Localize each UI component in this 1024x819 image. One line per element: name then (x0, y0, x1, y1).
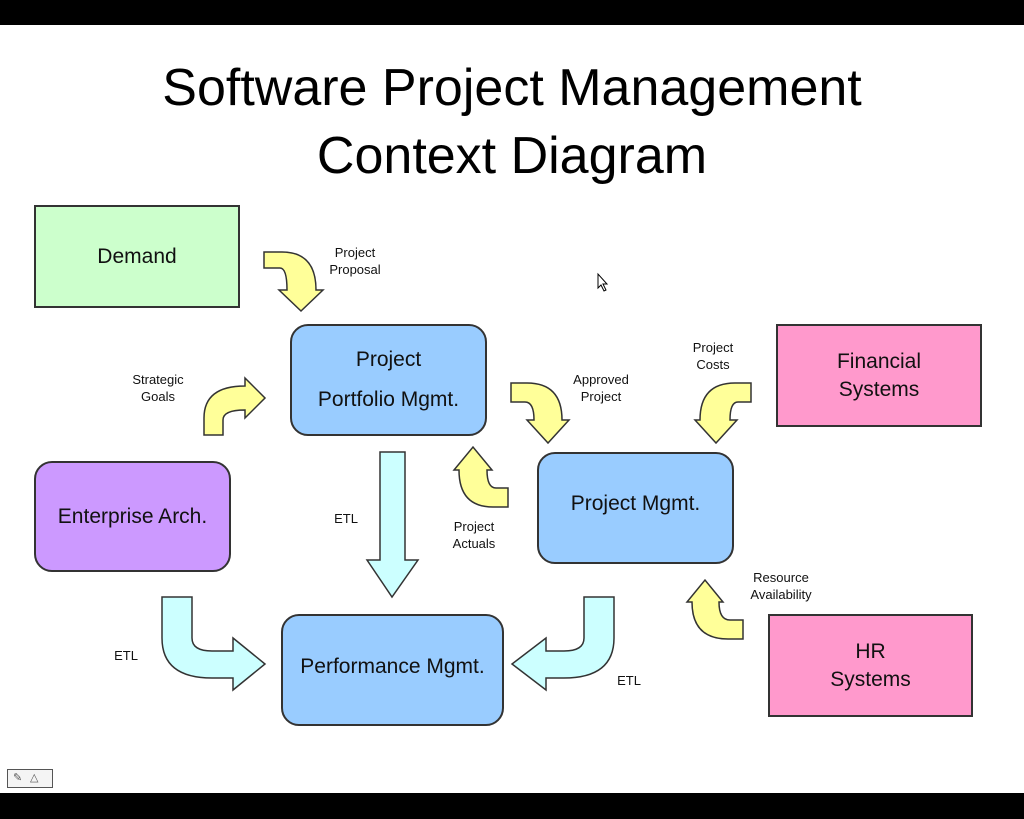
hr-label-line2: Systems (830, 667, 911, 691)
label-line: Availability (750, 587, 812, 602)
top-black-bar (0, 0, 1024, 25)
performance-mgmt-box: Performance Mgmt. (281, 614, 504, 726)
project-costs-arrow (693, 382, 752, 445)
project-costs-label: Project Costs (676, 339, 750, 373)
project-proposal-label: Project Proposal (318, 244, 392, 278)
label-line: Project (453, 519, 495, 534)
enterprise-arch-box: Enterprise Arch. (34, 461, 231, 572)
enterprise-label: Enterprise Arch. (57, 504, 208, 528)
etl-left-label: ETL (114, 648, 138, 663)
demand-box: Demand (34, 205, 240, 308)
hr-systems-box: HR Systems (768, 614, 973, 717)
hr-label-line1: HR (855, 639, 886, 663)
bottom-black-bar (0, 793, 1024, 819)
project-portfolio-mgmt-box: Project Portfolio Mgmt. (290, 324, 487, 436)
label-line: Project (692, 340, 734, 355)
strategic-goals-label: Strategic Goals (120, 371, 196, 405)
financial-systems-box: Financial Systems (776, 324, 982, 427)
label-line: Project (580, 389, 622, 404)
performance-label: Performance Mgmt. (300, 655, 485, 678)
triangle-icon[interactable]: △ (30, 772, 39, 784)
resource-availability-label: Resource Availability (738, 569, 824, 603)
label-line: Costs (696, 357, 730, 372)
pen-icon[interactable]: ✎ (13, 772, 23, 784)
label-line: Project (334, 245, 376, 260)
mouse-cursor-icon (597, 272, 609, 292)
resource-availability-arrow (685, 578, 744, 640)
approved-project-arrow (510, 382, 571, 445)
label-line: Strategic (132, 372, 184, 387)
ppm-label-line2: Portfolio Mgmt. (317, 388, 460, 411)
label-line: Actuals (452, 536, 496, 551)
etl-center-label: ETL (334, 511, 358, 526)
project-proposal-arrow (263, 251, 325, 313)
project-mgmt-label: Project Mgmt. (570, 492, 701, 515)
etl-down-arrow (365, 451, 420, 599)
etl-enterprise-arrow (161, 596, 267, 692)
label-line: Proposal (329, 262, 381, 277)
title-line-1: Software Project Management (162, 59, 862, 117)
label-line: Resource (753, 570, 809, 585)
project-actuals-label: Project Actuals (437, 518, 511, 552)
financial-label-line2: Systems (838, 377, 920, 401)
strategic-goals-arrow (203, 376, 267, 436)
label-line: Goals (141, 389, 175, 404)
financial-label-line1: Financial (836, 349, 922, 373)
etl-project-mgmt-arrow (510, 596, 615, 692)
approved-project-label: Approved Project (563, 371, 639, 405)
label-line: Approved (573, 372, 629, 387)
project-actuals-arrow (452, 445, 509, 508)
etl-right-label: ETL (617, 673, 641, 688)
slide-toolbar[interactable]: ✎ △ (7, 769, 53, 788)
title-line-2: Context Diagram (316, 127, 708, 185)
project-mgmt-box: Project Mgmt. (537, 452, 734, 564)
demand-label: Demand (97, 244, 177, 268)
ppm-label-line1: Project (355, 348, 422, 371)
